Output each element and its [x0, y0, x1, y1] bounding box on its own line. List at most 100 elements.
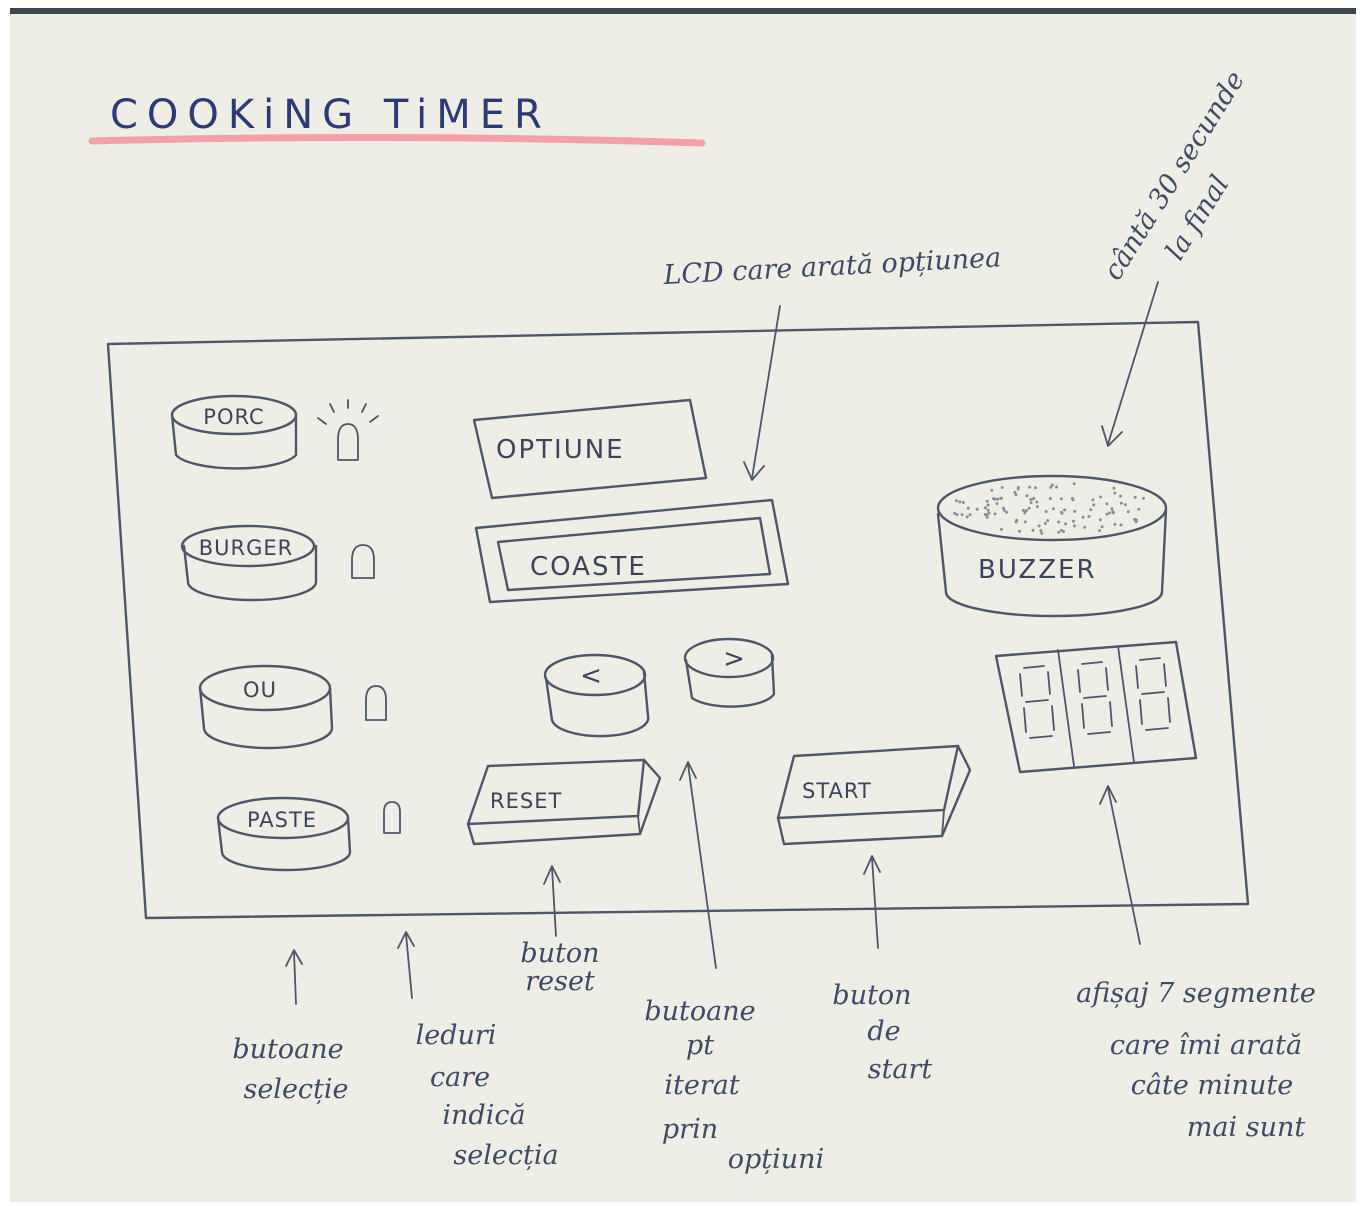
buzzer-grille-dot — [1064, 522, 1068, 526]
buzzer-grille-dot — [1134, 520, 1138, 524]
led-ou — [365, 685, 387, 721]
selection-button-label: OU — [243, 678, 277, 702]
option-label: OPTIUNE — [496, 435, 625, 465]
buzzer-grille-dot — [990, 488, 994, 492]
buzzer: BUZZER — [936, 474, 1168, 618]
buzzer-label: BUZZER — [978, 555, 1097, 585]
buzzer-grille-dot — [1000, 486, 1004, 489]
buzzer-grille-dot — [961, 501, 965, 504]
buzzer-grille-dot — [1018, 529, 1021, 533]
buzzer-grille-dot — [985, 513, 989, 517]
arrow-start — [863, 855, 881, 949]
buzzer-grille-dot — [1060, 510, 1063, 514]
buzzer-grille-dot — [1043, 522, 1047, 525]
buzzer-grille-dot — [1083, 525, 1087, 529]
iterate-annotation: butoane pt iterat prin opțiuni — [644, 996, 824, 1175]
buzzer-grille-dot — [1040, 531, 1044, 535]
selection-button-porc[interactable]: PORC — [170, 394, 298, 470]
buzzer-grille-dot — [1002, 508, 1006, 512]
seven-segment-digit — [1077, 661, 1113, 735]
buzzer-grille-dot — [1024, 509, 1028, 513]
buzzer-grille-dot — [1005, 510, 1009, 514]
buzzer-grille-dot — [1014, 493, 1018, 497]
device-panel — [106, 320, 1250, 920]
buzzer-grille-dot — [1062, 530, 1065, 533]
annotation-line: selecție — [243, 1074, 348, 1105]
arrow-lcd — [743, 305, 781, 481]
buzzer-grille-dot — [1111, 510, 1115, 514]
arrow-seven-segment — [1099, 785, 1141, 945]
prev-option-label: < — [580, 661, 604, 691]
buzzer-grille-dot — [1081, 515, 1085, 519]
next-option-button[interactable]: > — [683, 637, 776, 708]
annotation-line: leduri — [416, 1020, 497, 1051]
buzzer-grille-dot — [965, 515, 969, 519]
buzzer-grille-dot — [1044, 510, 1048, 513]
paper-sheet — [10, 8, 1356, 1202]
selection-button-ou[interactable]: OU — [198, 664, 334, 750]
start-button-label: START — [802, 779, 872, 803]
arrows — [285, 281, 1159, 1005]
arrow-buzzer — [1101, 281, 1159, 447]
buzzer-grille-dot — [1025, 494, 1029, 498]
selection-button-label: BURGER — [199, 536, 294, 560]
buzzer-grille-dot — [1119, 523, 1123, 527]
buzzer-grille-dot — [1035, 500, 1039, 504]
buzzer-grille-dot — [1035, 505, 1039, 509]
buzzer-grille-dot — [1089, 508, 1093, 512]
arrow-leds — [397, 931, 415, 999]
buzzer-grille-dot — [983, 506, 987, 510]
annotation-line: iterat — [664, 1070, 739, 1101]
title-underline — [88, 133, 706, 147]
buzzer-grille-dot — [1112, 486, 1116, 490]
buzzer-grille-dot — [1049, 485, 1053, 489]
annotation-line: selecția — [453, 1140, 558, 1171]
reset-annotation: buton reset — [520, 938, 599, 997]
buzzer-grille-dot — [1046, 519, 1050, 523]
buzzer-grille-dot — [1133, 517, 1137, 521]
buzzer-grille-dot — [1016, 486, 1020, 489]
buzzer-grille-dot — [1034, 486, 1037, 490]
prev-option-button[interactable]: < — [543, 653, 650, 738]
reset-button[interactable]: RESET — [466, 758, 662, 846]
buzzer-grille-dot — [1039, 529, 1043, 533]
selection-button-label: PASTE — [247, 808, 317, 832]
annotation-line: pt — [686, 1030, 714, 1061]
buzzer-grille-dot — [1028, 485, 1032, 489]
buzzer-grille-dot — [1098, 518, 1102, 522]
buzzer-grille-dot — [992, 497, 996, 501]
buzzer-grille-dot — [1123, 503, 1127, 507]
start-button[interactable]: START — [776, 744, 972, 846]
start-annotation: buton de start — [832, 980, 932, 1085]
buzzer-grille-dot — [1000, 527, 1003, 531]
seven-segment-digit — [1135, 657, 1171, 731]
buzzer-grille-dot — [986, 503, 990, 507]
annotation-line: mai sunt — [1187, 1112, 1306, 1143]
page-title: COOKiNG TiMER — [110, 92, 551, 138]
buzzer-grille-dot — [960, 513, 964, 517]
led-paste — [383, 801, 401, 834]
buzzer-grille-dot — [1057, 520, 1061, 524]
seven-segment-display — [994, 640, 1198, 774]
buzzer-grille-dot — [1141, 496, 1145, 500]
buzzer-grille-dot — [986, 508, 990, 512]
lcd-annotation: LCD care arată opțiunea — [662, 242, 1002, 291]
buzzer-grille-dot — [1037, 524, 1041, 528]
buzzer-grille-dot — [1126, 510, 1130, 514]
buzzer-grille-dot — [1073, 509, 1077, 513]
buzzer-grille-dot — [1055, 485, 1058, 489]
annotation-line: câte minute — [1131, 1070, 1293, 1101]
buzzer-grille-dot — [1137, 507, 1141, 511]
buzzer-grille-dot — [1072, 524, 1076, 528]
buzzer-grille-dot — [1105, 512, 1109, 516]
lcd-display: COASTE — [474, 498, 790, 604]
reset-button-label: RESET — [490, 789, 562, 813]
led-burger — [351, 544, 375, 579]
selection-button-paste[interactable]: PASTE — [216, 796, 352, 872]
buzzer-grille-dot — [1021, 508, 1025, 512]
selection-button-burger[interactable]: BURGER — [180, 524, 318, 602]
buzzer-grille-dot — [1087, 515, 1091, 518]
buzzer-grille-dot — [966, 506, 970, 510]
buzzer-grille-dot — [1029, 501, 1033, 505]
